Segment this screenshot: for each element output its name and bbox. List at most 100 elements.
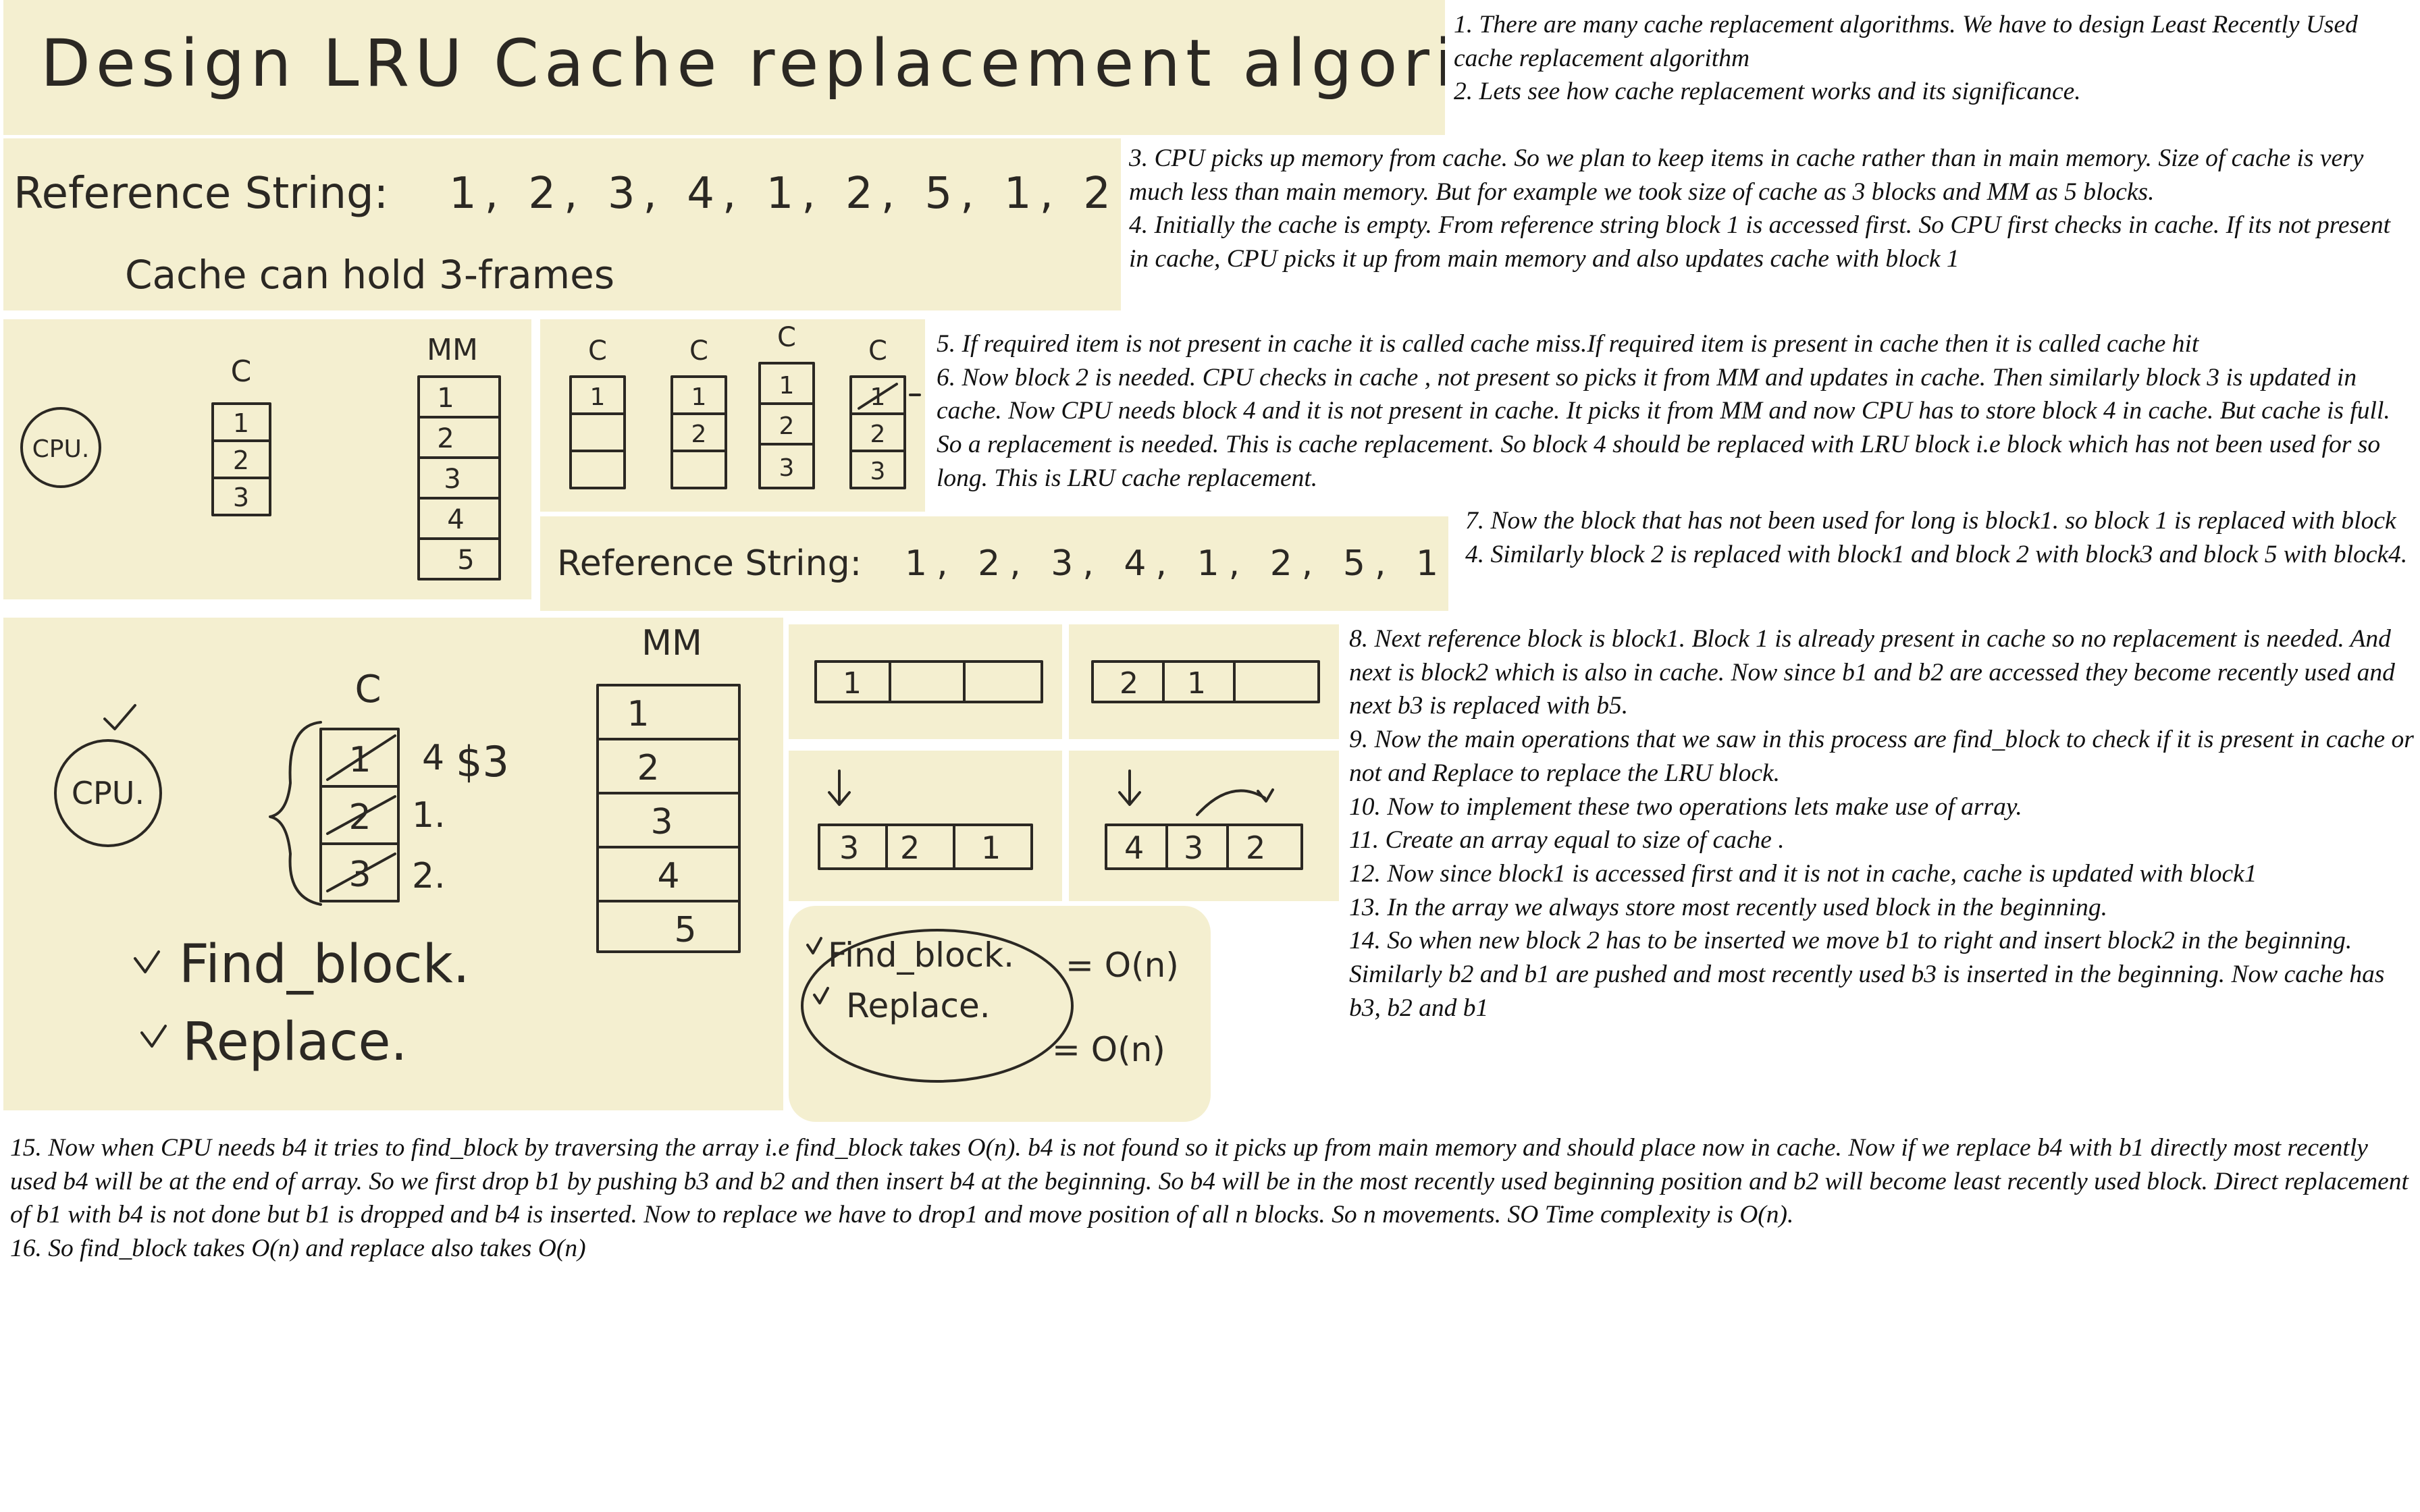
cpu-label: CPU. (72, 775, 144, 811)
array-state-3: 3 2 1 (818, 770, 1033, 870)
reference-string-panel: Reference String: 1, 2, 3, 4, 1, 2, 5, 1… (3, 138, 1121, 310)
state-cell: 2 (779, 412, 795, 440)
strike-mark (858, 383, 898, 410)
array-state-1: 1 (814, 660, 1043, 703)
state-cache-label: C (689, 335, 708, 367)
complexity-replace-value: = O(n) (1052, 1030, 1165, 1069)
cpu-circle (54, 739, 162, 847)
complexity-find-value: = O(n) (1066, 946, 1179, 985)
array-cell: 3 (1184, 830, 1203, 866)
state-cell: 2 (691, 421, 707, 448)
note-paragraph: 4. Initially the cache is empty. From re… (1129, 211, 2390, 273)
complexity-diagram: Find_block. Replace. = O(n) = O(n) (801, 929, 1179, 1083)
note-paragraph: 15. Now when CPU needs b4 it tries to fi… (10, 1134, 2409, 1229)
replaced-mark: 1. (412, 795, 446, 836)
cache-cell: 2 (233, 446, 249, 475)
note-paragraph: 14. So when new block 2 has to be insert… (1349, 927, 2385, 1022)
mm-box (596, 684, 741, 953)
cache-states-panel: C 1 C 1 2 C 1 2 3 C 1 2 3 (540, 319, 925, 512)
note-paragraph: 11. Create an array equal to size of cac… (1349, 826, 1785, 855)
array-cell: 2 (1246, 830, 1265, 866)
replaced-mark: 2. (412, 856, 446, 896)
note-paragraph: 8. Next reference block is block1. Block… (1349, 625, 2395, 720)
whiteboard-title: Design LRU Cache replacement algorithm? (41, 26, 1445, 101)
mm-cell: 5 (674, 910, 696, 950)
state-cell: 3 (779, 454, 795, 482)
complexity-panel: Find_block. Replace. = O(n) = O(n) (789, 906, 1211, 1122)
array-state-panel-1: 1 (789, 624, 1062, 739)
state-cell: 1 (691, 383, 707, 411)
cache-state-1 (569, 375, 626, 489)
reference-string-values: 1, 2, 3, 4, 1, 2, 5, 1, 2, 3 (449, 169, 1121, 219)
reference-annotated-values: 1, 2, 3, 4, 1, 2, 5, 1, 2, 3 (905, 543, 1448, 584)
cache-label: C (231, 354, 252, 389)
check-mark (103, 704, 136, 730)
array-state-panel-2: 2 1 (1069, 624, 1339, 739)
cpu-label: CPU. (32, 435, 90, 463)
mm-label: MM (427, 333, 478, 367)
mm-cell: 5 (457, 545, 474, 576)
check-mark (134, 950, 160, 973)
state-cell: 2 (870, 421, 886, 448)
replaced-mark: 4 (422, 738, 444, 778)
note-paragraph: 7. Now the block that has not been used … (1465, 507, 2408, 568)
mm-cell: 1 (627, 694, 649, 734)
mm-cell: 3 (444, 464, 461, 495)
mm-cell: 2 (637, 748, 659, 788)
state-cache-label: C (868, 335, 887, 367)
note-paragraph: 6. Now block 2 is needed. CPU checks in … (937, 363, 2390, 492)
note-paragraph: 10. Now to implement these two operation… (1349, 792, 2022, 821)
note-block-6: 15. Now when CPU needs b4 it tries to fi… (10, 1131, 2414, 1266)
array-cell: 1 (981, 830, 1001, 866)
note-block-3: 5. If required item is not present in ca… (937, 327, 2417, 495)
note-paragraph: 12. Now since block1 is accessed first a… (1349, 859, 2257, 888)
cache-state-3 (758, 362, 815, 489)
brace (269, 721, 322, 906)
note-block-5: 8. Next reference block is block1. Block… (1349, 622, 2416, 1025)
mm-cell: 2 (437, 423, 454, 454)
cache-capacity-text: Cache can hold 3-frames (125, 252, 615, 298)
note-paragraph: 5. If required item is not present in ca… (937, 330, 2199, 358)
cache-box (319, 728, 400, 902)
array-cell: 3 (839, 830, 859, 866)
cpu-replace-diagram: CPU. C 1 2 3 4 $3 1. 2. MM 1 2 3 4 5 Fin… (54, 623, 741, 1073)
complexity-replace: Replace. (846, 986, 991, 1025)
check-mark (140, 1025, 167, 1048)
note-paragraph: 3. CPU picks up memory from cache. So we… (1129, 144, 2364, 206)
mm-cell: 4 (447, 504, 464, 535)
state-cell: 1 (779, 372, 795, 400)
state-cell: 1 (590, 383, 606, 411)
reference-annotated-label: Reference String: (557, 543, 862, 584)
cpu-cache-mm-panel: CPU. C 1 2 3 MM 1 2 3 4 5 (3, 319, 531, 599)
note-paragraph: 1. There are many cache replacement algo… (1454, 11, 2358, 72)
state-cache-label: C (777, 322, 796, 353)
cache-box (211, 402, 271, 516)
reference-string-label: Reference String: (14, 169, 389, 219)
mm-cell: 1 (437, 383, 454, 414)
complexity-find-block: Find_block. (828, 936, 1014, 975)
note-paragraph: 9. Now the main operations that we saw i… (1349, 726, 2414, 787)
cache-states-diagram: C 1 C 1 2 C 1 2 3 C 1 2 3 (569, 322, 921, 489)
mm-box (417, 375, 501, 580)
note-block-4: 7. Now the block that has not been used … (1465, 504, 2411, 571)
note-paragraph: 16. So find_block takes O(n) and replace… (10, 1235, 586, 1263)
cpu-cache-mm-diagram: CPU. C 1 2 3 MM 1 2 3 4 5 (20, 333, 501, 580)
title-panel: Design LRU Cache replacement algorithm? (3, 0, 1445, 135)
note-paragraph: 2. Lets see how cache replacement works … (1454, 78, 2081, 106)
array-cell: 1 (843, 666, 862, 701)
operation-find-block: Find_block. (179, 934, 470, 995)
note-block-2: 3. CPU picks up memory from cache. So we… (1129, 142, 2415, 276)
operations-ellipse (801, 929, 1074, 1083)
array-cell: 2 (1120, 666, 1138, 701)
cache-cell: 1 (233, 408, 249, 438)
array-state-2: 2 1 (1091, 660, 1320, 703)
mm-cell: 3 (650, 802, 673, 842)
array-cell: 4 (1124, 830, 1144, 866)
array-cell: 2 (900, 830, 920, 866)
cache-label: C (354, 668, 381, 711)
note-paragraph: 13. In the array we always store most re… (1349, 893, 2108, 921)
operation-replace: Replace. (182, 1012, 407, 1073)
replaced-mark: $3 (456, 737, 509, 786)
cache-cell: 3 (348, 855, 371, 895)
state-cache-label: C (588, 335, 607, 367)
